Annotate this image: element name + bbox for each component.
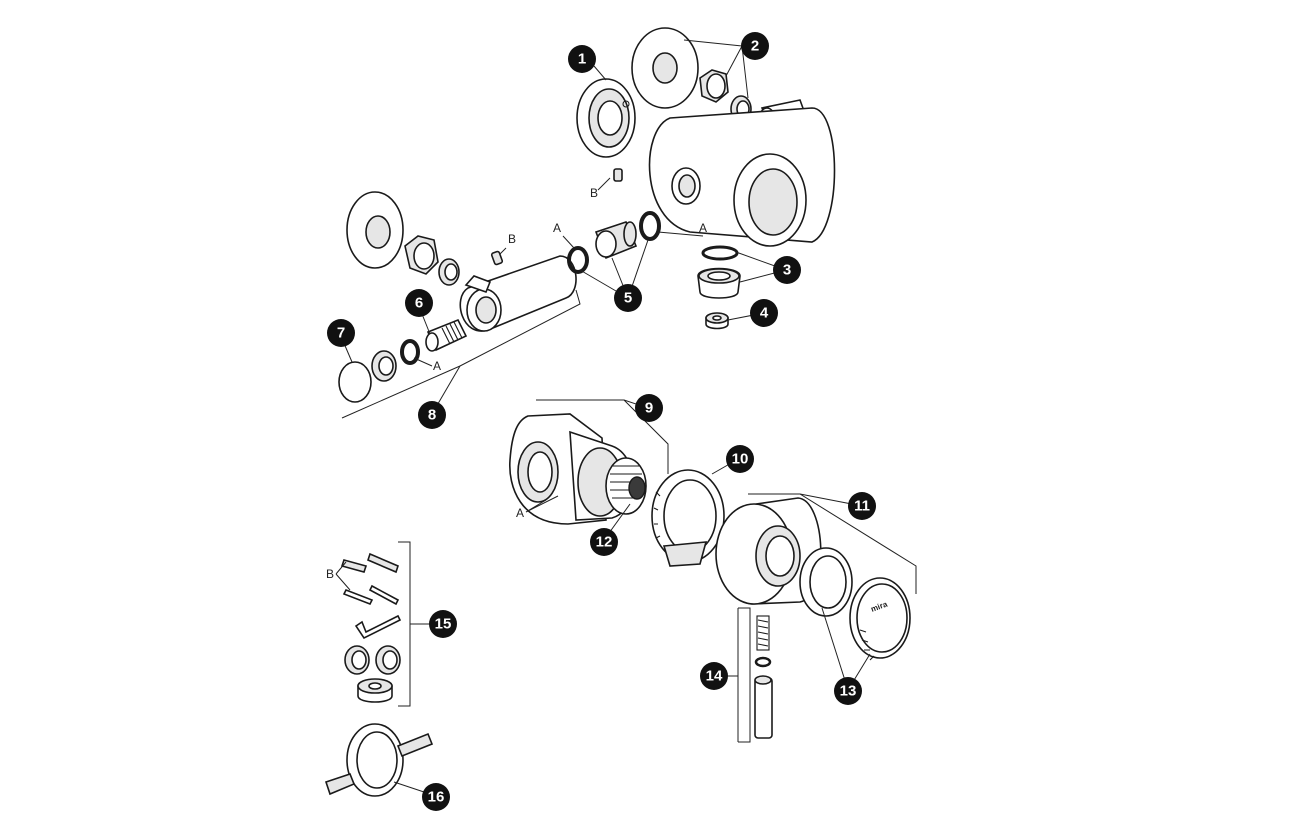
concealing-plate-part-1	[576, 78, 636, 158]
label-b-top: B	[590, 186, 598, 200]
check-valve-seat-5	[594, 221, 638, 260]
filter-part-6	[425, 318, 468, 352]
compression-nut-left	[404, 235, 439, 275]
svg-text:1: 1	[578, 51, 586, 68]
callout-1: 1	[568, 45, 596, 73]
callout-13: 13	[834, 677, 862, 705]
callout-14: 14	[700, 662, 728, 690]
callout-3: 3	[773, 256, 801, 284]
control-knob-part-13: mira	[849, 577, 911, 661]
callout-4: 4	[750, 299, 778, 327]
label-b-mid: B	[508, 232, 516, 246]
bracket-part-16	[324, 723, 434, 797]
wall-flange-left	[346, 191, 404, 269]
end-cap-part-7	[338, 361, 372, 403]
callout-11: 11	[848, 492, 876, 520]
o-ring-part-3	[701, 245, 739, 261]
circlip-part-14	[754, 656, 772, 668]
callout-2: 2	[741, 32, 769, 60]
shroud-part-11	[715, 497, 822, 605]
wall-plugs	[340, 552, 399, 574]
svg-text:5: 5	[624, 290, 632, 307]
svg-text:11: 11	[854, 498, 870, 515]
seat-left	[371, 350, 397, 382]
spare-washer	[357, 678, 393, 703]
label-a-left: A	[433, 359, 441, 373]
washer-part-4	[705, 312, 729, 330]
callout-8: 8	[418, 401, 446, 429]
wood-screws	[342, 584, 400, 606]
callout-6: 6	[405, 289, 433, 317]
svg-text:16: 16	[428, 789, 445, 806]
spring-part-14	[756, 615, 770, 651]
svg-text:2: 2	[751, 38, 759, 55]
grub-screw-top	[613, 168, 623, 182]
o-ring-5a	[567, 246, 589, 274]
label-a-right: A	[699, 221, 707, 235]
svg-text:15: 15	[435, 616, 452, 633]
valve-body	[648, 99, 836, 247]
svg-text:9: 9	[645, 400, 653, 417]
o-ring-5b	[639, 211, 661, 241]
compression-nut-part-2	[699, 69, 729, 103]
svg-text:6: 6	[415, 295, 423, 312]
retaining-ring-part-13	[799, 547, 853, 617]
wall-flange-part-2	[631, 27, 699, 109]
callout-16: 16	[422, 783, 450, 811]
svg-text:7: 7	[337, 325, 345, 342]
check-valve-part-3	[697, 267, 741, 299]
o-ring-left	[400, 339, 420, 365]
svg-text:13: 13	[840, 683, 857, 700]
spindle-part-14	[754, 675, 773, 739]
svg-text:14: 14	[706, 668, 723, 685]
callout-10: 10	[726, 445, 754, 473]
callout-7: 7	[327, 319, 355, 347]
temperature-ring-part-10	[651, 469, 725, 567]
cartridge-part-9	[509, 413, 647, 525]
olive-left	[438, 258, 460, 286]
callout-9: 9	[635, 394, 663, 422]
label-a-top-left: A	[553, 221, 561, 235]
svg-text:8: 8	[428, 407, 436, 424]
label-b-kit: B	[326, 567, 334, 581]
spare-olives	[344, 645, 401, 675]
svg-text:3: 3	[783, 262, 791, 279]
label-a-cartridge: A	[516, 506, 524, 520]
callout-5: 5	[614, 284, 642, 312]
callout-15: 15	[429, 610, 457, 638]
svg-text:10: 10	[732, 451, 749, 468]
hex-key	[354, 614, 402, 640]
svg-text:4: 4	[760, 305, 769, 322]
inlet-elbow	[459, 255, 577, 332]
grub-screw-left	[490, 250, 504, 266]
svg-text:12: 12	[596, 534, 613, 551]
callout-12: 12	[590, 528, 618, 556]
